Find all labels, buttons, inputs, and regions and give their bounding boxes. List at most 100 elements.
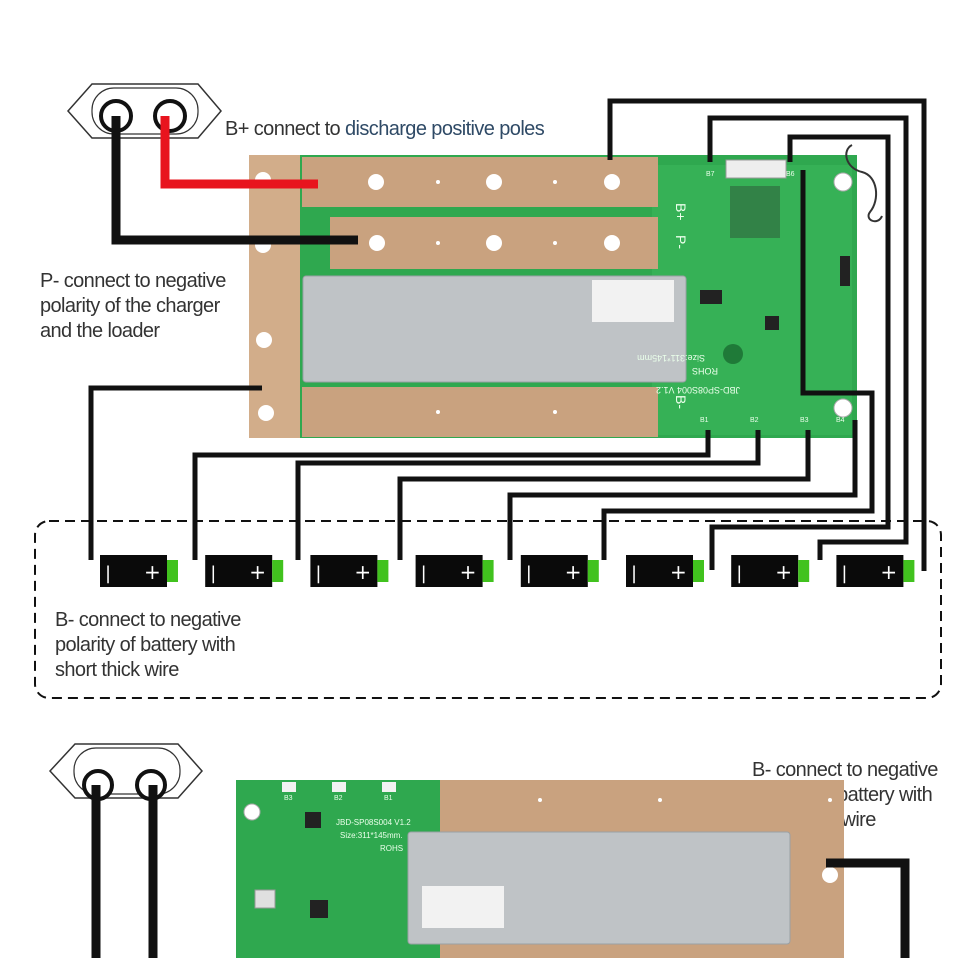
p-minus-label-line-3: and the loader [40, 320, 160, 342]
ic-chip [305, 812, 321, 828]
positive-wire [160, 116, 318, 189]
balance-wire-b1 [192, 430, 711, 560]
silkscreen-model-bottom: JBD-SP08S004 V1.2 [336, 818, 411, 827]
busbar-hole [486, 235, 502, 251]
battery-positive-label: + [354, 560, 371, 584]
battery-group-box [34, 520, 942, 699]
heatsink-sticker-bottom [422, 886, 504, 928]
battery-body [520, 555, 588, 587]
battery-body [836, 555, 904, 587]
battery-cell: |+ [836, 555, 915, 587]
silkscreen-rohs: ROHS [692, 366, 718, 376]
battery-body [626, 555, 693, 587]
busbar-hole [368, 174, 384, 190]
balance-pad [332, 782, 346, 792]
balance-wire-b5 [601, 170, 875, 560]
battery-negative-label: | [736, 563, 742, 584]
battery-cell: |+ [731, 555, 810, 587]
balance-pad [282, 782, 296, 792]
ic-chip [840, 256, 850, 286]
battery-positive-label: + [880, 560, 897, 584]
battery-terminal [272, 560, 284, 582]
b-plus-label-prefix: B+ connect to [225, 118, 346, 140]
battery-body [205, 555, 273, 587]
b-minus-bottom-label-line-1: B- connect to negative [752, 759, 938, 781]
battery-negative-label: | [315, 563, 321, 584]
pcb-board-bottom [236, 780, 440, 958]
silkscreen-rohs-bottom: ROHS [380, 844, 403, 853]
balance-connector [725, 159, 787, 179]
pad-label-pminus: P- [673, 235, 689, 249]
mount-pin [658, 798, 662, 802]
battery-terminal [693, 560, 704, 582]
battery-cell: |+ [100, 555, 178, 587]
bminus-wire-bottom [826, 858, 910, 958]
battery-terminal [798, 560, 810, 582]
balance-wire-b4 [507, 420, 858, 560]
pad-label-b3-bottom: B3 [284, 795, 293, 802]
balance-wire-b2 [295, 430, 761, 560]
mount-pin [538, 798, 542, 802]
ic-chip [765, 316, 779, 330]
battery-terminal [587, 560, 599, 582]
battery-positive-label: + [670, 560, 687, 584]
connector [254, 889, 276, 909]
battery-negative-label: | [421, 563, 427, 584]
battery-terminal [482, 560, 494, 582]
silkscreen-size-bottom: Size:311*145mm. [340, 831, 403, 840]
battery-positive-label: + [460, 560, 477, 584]
battery-body [310, 555, 378, 587]
pcb-component [723, 344, 743, 364]
silkscreen-size: Size:311*145mm [637, 353, 705, 363]
battery-body [415, 555, 483, 587]
battery-cell: |+ [415, 555, 494, 587]
balance-pad [382, 782, 396, 792]
battery-negative-label: | [526, 563, 532, 584]
battery-body [100, 555, 167, 587]
bplus-busbar [302, 157, 658, 207]
p-minus-label: P- connect to negative polarity of the c… [40, 269, 226, 344]
battery-cell: |+ [520, 555, 599, 587]
battery-negative-label: | [210, 563, 216, 584]
battery-positive-label: + [775, 560, 792, 584]
balance-wire-b7 [707, 115, 909, 560]
battery-negative-label: | [841, 563, 847, 584]
pcb-mount-hole [243, 803, 261, 821]
busbar-hole [369, 235, 385, 251]
battery-cell: |+ [626, 555, 704, 587]
ic-chip [700, 290, 722, 304]
busbar-pin [436, 410, 440, 414]
mount-pin [828, 798, 832, 802]
b-minus-label: B- connect to negative polarity of batte… [55, 608, 241, 683]
pminus-wire [111, 116, 358, 245]
top-bms-board: B+ P- B- Size:311*145mm ROHS JBD-SP08S00… [249, 144, 883, 438]
battery-body [731, 555, 799, 587]
b-plus-label-highlight: discharge positive poles [345, 118, 545, 140]
mount-hole [256, 332, 272, 348]
busbar-pin [553, 241, 557, 245]
pcb-mount-hole [833, 398, 853, 418]
busbar-hole [604, 235, 620, 251]
busbar-pin [553, 410, 557, 414]
pad-label-b6: B6 [786, 171, 795, 178]
pad-label-bminus: B- [673, 395, 689, 409]
plug-face [73, 747, 181, 795]
busbar-hole [604, 174, 620, 190]
balance-resistor-array [730, 186, 780, 238]
p-minus-label-line-2: polarity of the charger [40, 295, 220, 317]
busbar-pin [436, 180, 440, 184]
battery-cell: |+ [310, 555, 389, 587]
b-plus-label: B+ connect to discharge positive poles [225, 117, 545, 142]
battery-cell: |+ [205, 555, 284, 587]
pad-label-b3: B3 [800, 417, 809, 424]
busbar-pin [436, 241, 440, 245]
battery-positive-label: + [249, 560, 266, 584]
heatsink-plate [302, 275, 687, 383]
bottom-bms-board: B3 B2 B1 JBD-SP08S004 V1.2 Size:311*145m… [236, 780, 844, 958]
balance-wire-b6 [709, 134, 891, 570]
battery-terminal [167, 560, 178, 582]
plug-outline [48, 743, 204, 799]
plug-face [91, 87, 199, 135]
battery-positive-label: + [144, 560, 161, 584]
